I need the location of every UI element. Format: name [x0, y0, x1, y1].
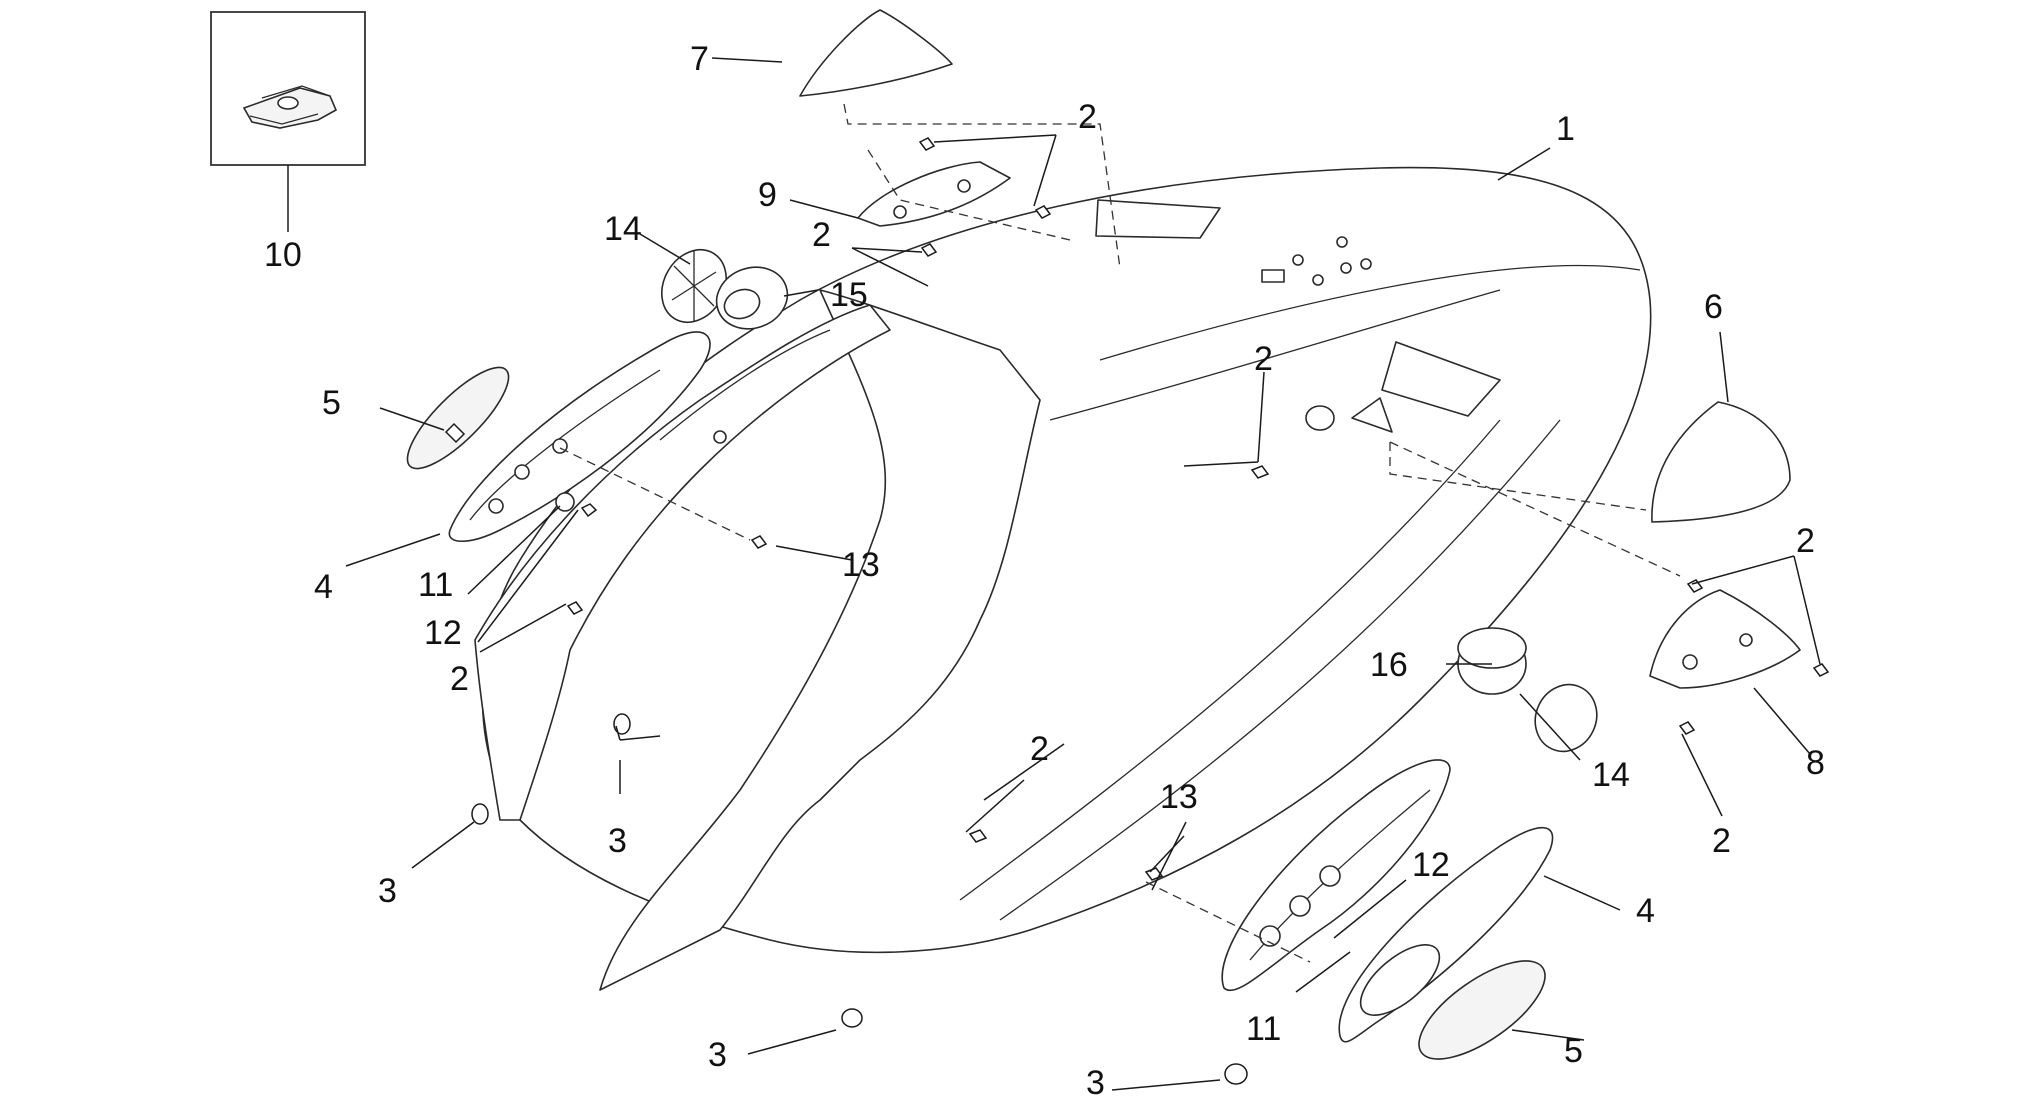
callout-11-left: 11 — [418, 566, 453, 604]
callout-8: 8 — [1806, 744, 1825, 782]
callout-2-right-bottom: 2 — [1712, 822, 1731, 860]
callout-5-left: 5 — [322, 384, 341, 422]
callout-14-left: 14 — [604, 210, 642, 248]
clip-nut-part — [242, 85, 338, 129]
right-disc-14 — [1534, 683, 1598, 753]
callout-15: 15 — [830, 276, 868, 314]
callout-labels: 1 2 2 2 2 2 2 2 3 3 3 3 4 4 5 5 6 7 8 9 … — [264, 40, 1825, 1096]
callout-2-upper-left: 2 — [812, 216, 831, 254]
top-mount — [857, 137, 1052, 257]
right-reflector-lens — [1418, 960, 1546, 1060]
callout-2-middle: 2 — [1030, 730, 1049, 768]
callout-1: 1 — [1556, 110, 1575, 148]
callout-2-top: 2 — [1078, 98, 1097, 136]
right-cap — [1651, 401, 1791, 523]
right-reflector-housing — [1221, 759, 1451, 992]
callout-5-right: 5 — [1564, 1032, 1583, 1070]
right-reflector-outer — [1338, 826, 1554, 1043]
callout-6: 6 — [1704, 288, 1723, 326]
callout-13-right: 13 — [1160, 778, 1198, 816]
callout-9: 9 — [758, 176, 777, 214]
leader-lines — [345, 57, 1821, 1091]
left-ring — [715, 266, 789, 330]
assembly-lines — [559, 103, 1681, 963]
callout-3-bottom-b: 3 — [1086, 1064, 1105, 1096]
callout-13-left: 13 — [842, 546, 880, 584]
callout-2-right-top: 2 — [1796, 522, 1815, 560]
callout-4-left: 4 — [314, 568, 333, 606]
left-reflector-lens — [406, 366, 510, 470]
right-cap-16 — [1457, 627, 1527, 695]
screws — [471, 465, 1270, 1085]
callout-7: 7 — [690, 40, 709, 78]
callout-14-right: 14 — [1592, 756, 1630, 794]
callout-2-center: 2 — [1254, 340, 1273, 378]
callout-10: 10 — [264, 236, 302, 274]
left-washer-nut — [555, 492, 598, 518]
callout-16: 16 — [1370, 646, 1408, 684]
callout-4-right: 4 — [1636, 892, 1655, 930]
callout-11-right: 11 — [1246, 1010, 1281, 1048]
callout-12-left: 12 — [424, 614, 462, 652]
callout-3-left-a: 3 — [608, 822, 627, 860]
left-reflector-housing — [448, 331, 711, 542]
callout-3-left-b: 3 — [378, 872, 397, 910]
top-cap — [799, 9, 953, 97]
callout-2-left: 2 — [450, 660, 469, 698]
inset-clip-nut-box — [210, 11, 366, 232]
left-side-panel — [474, 304, 891, 821]
callout-3-bottom-a: 3 — [708, 1036, 727, 1074]
right-mount — [1649, 579, 1830, 735]
callout-12-right: 12 — [1412, 846, 1450, 884]
